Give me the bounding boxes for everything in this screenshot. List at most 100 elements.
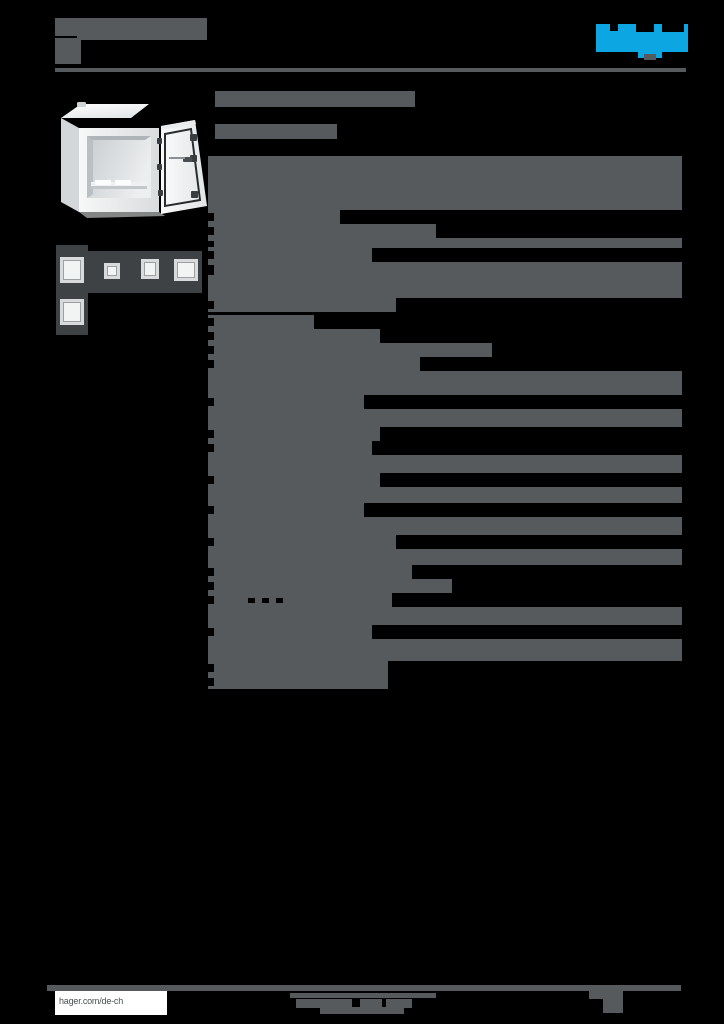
spec-row-label — [214, 663, 334, 672]
document-header — [55, 12, 686, 74]
spec-row-label — [214, 489, 334, 500]
spec-row — [208, 549, 682, 565]
spec-row-label — [214, 264, 334, 275]
spec-row-ellipsis-dot-2 — [262, 598, 269, 603]
spec-row — [208, 357, 724, 371]
spec-row — [208, 607, 682, 625]
spec-row-label — [214, 627, 334, 636]
spec-row-indent-marker — [208, 241, 214, 247]
specifications-table — [208, 156, 724, 689]
spec-row-indent-marker — [208, 444, 214, 452]
spec-row-label — [214, 317, 334, 326]
footer-page-number-line-1 — [589, 991, 623, 999]
page-subtitle — [215, 124, 337, 139]
spec-row-indent-marker — [208, 596, 214, 604]
footer-url-container[interactable]: hager.com/de-ch — [55, 991, 167, 1015]
spec-row-label — [214, 373, 334, 392]
page-title-notch-1 — [239, 86, 267, 91]
spec-group — [208, 156, 724, 312]
spec-row-label — [214, 196, 334, 207]
spec-row-indent-marker — [208, 506, 214, 514]
page-title-text — [215, 91, 415, 107]
spec-row-label — [214, 250, 334, 259]
hager-logo — [596, 24, 688, 60]
footer-center-line-4 — [386, 999, 412, 1008]
thumbnail-gallery[interactable] — [56, 245, 202, 335]
spec-row-gap — [392, 593, 724, 607]
spec-row — [208, 441, 694, 455]
spec-row — [208, 395, 724, 409]
spec-row-gap — [364, 503, 724, 517]
spec-row-indent-marker — [208, 227, 214, 235]
footer-center-line-3 — [360, 999, 382, 1008]
spec-row — [208, 503, 724, 517]
spec-row-label — [214, 158, 334, 175]
spec-row — [208, 473, 724, 487]
spec-row-label — [214, 429, 334, 438]
spec-row-label — [214, 505, 334, 514]
footer-center-line-6 — [354, 1007, 404, 1014]
page-title-notch-5 — [383, 86, 417, 91]
footer-center-line-1 — [290, 993, 436, 998]
spec-row-label — [214, 443, 334, 452]
spec-row-gap — [388, 675, 724, 689]
thumbnail-4[interactable] — [141, 259, 159, 279]
spec-row-gap — [412, 565, 724, 579]
spec-row-gap — [340, 210, 724, 224]
spec-row-indent-marker — [208, 346, 214, 354]
spec-row-gap — [388, 661, 724, 675]
page-subtitle-text — [215, 124, 337, 139]
spec-row — [208, 593, 724, 607]
footer-url-link[interactable]: hager.com/de-ch — [59, 996, 124, 1006]
thumbnail-2-image — [63, 302, 81, 322]
spec-row-label — [214, 567, 334, 576]
spec-row — [208, 455, 682, 473]
spec-row — [208, 487, 682, 503]
spec-row-label — [214, 212, 334, 221]
spec-row-indent-marker — [208, 265, 214, 275]
spec-row-ellipsis-dot-3 — [276, 598, 283, 603]
spec-row-indent-marker — [208, 213, 214, 221]
spec-row-indent-marker — [208, 538, 214, 546]
hager-logo-notch-1 — [610, 24, 618, 31]
footer-divider — [47, 985, 681, 991]
spec-row — [208, 675, 724, 689]
spec-row — [208, 343, 724, 357]
thumbnail-3[interactable] — [104, 263, 120, 279]
footer-center-text — [290, 993, 436, 1014]
spec-row-gap — [396, 535, 724, 549]
thumbnail-5[interactable] — [174, 259, 198, 281]
spec-row-indent-marker — [208, 332, 214, 340]
footer-center-line-5 — [320, 1007, 354, 1014]
spec-row — [208, 329, 724, 343]
spec-row — [208, 535, 724, 549]
thumbnail-2[interactable] — [60, 299, 84, 325]
header-divider — [55, 68, 686, 72]
thumbnail-5-image — [177, 262, 195, 278]
spec-row-label — [214, 226, 334, 235]
spec-row — [208, 248, 724, 262]
spec-row-indent-marker — [208, 430, 214, 438]
spec-row — [208, 298, 724, 312]
spec-row — [208, 371, 682, 395]
document-footer: hager.com/de-ch — [47, 985, 681, 1015]
thumbnail-1[interactable] — [60, 257, 84, 283]
spec-row-gap — [380, 427, 724, 441]
spec-row — [208, 224, 724, 238]
spec-row-gap — [380, 473, 724, 487]
header-title-line-2 — [55, 38, 81, 64]
hager-logo-notch-2 — [636, 24, 654, 32]
thumbnail-4-image — [144, 262, 156, 276]
spec-row — [208, 156, 682, 178]
hager-logo-foot — [644, 54, 656, 60]
product-image-container — [55, 88, 215, 236]
spec-row — [208, 194, 682, 210]
spec-row-indent-marker — [208, 628, 214, 636]
spec-row-label — [214, 240, 334, 246]
spec-row-indent-marker — [208, 398, 214, 406]
spec-row-indent-marker — [208, 664, 214, 672]
spec-row — [208, 517, 682, 535]
spec-group-separator — [208, 312, 686, 315]
hager-logo-notch-3 — [662, 24, 684, 32]
spec-row-gap — [314, 315, 724, 329]
